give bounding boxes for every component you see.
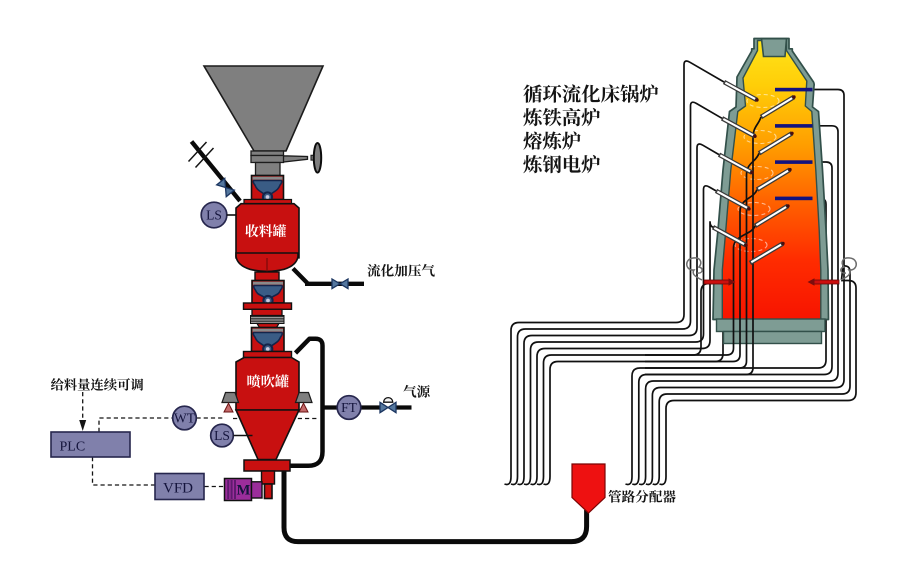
svg-text:LS: LS: [206, 208, 222, 223]
svg-text:M: M: [237, 483, 251, 499]
svg-text:PLC: PLC: [60, 440, 86, 455]
svg-text:LS: LS: [214, 428, 230, 443]
svg-text:WT: WT: [174, 411, 196, 426]
svg-text:FT: FT: [341, 400, 358, 415]
svg-text:VFD: VFD: [163, 481, 193, 497]
